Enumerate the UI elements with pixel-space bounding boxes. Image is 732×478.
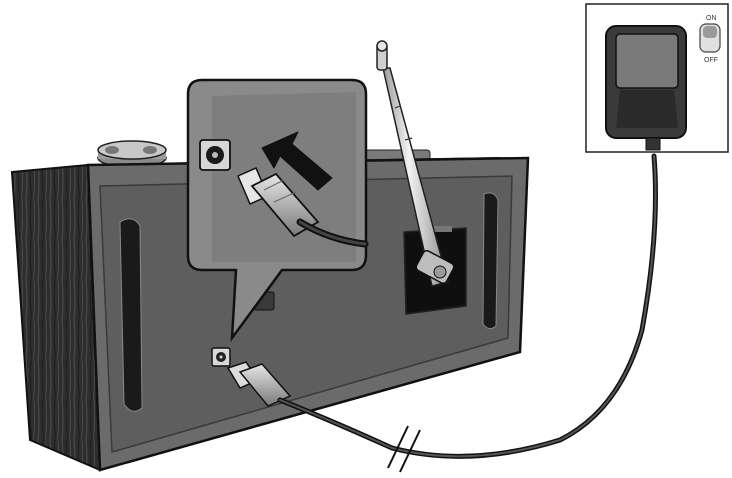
left-vent-slot bbox=[119, 218, 143, 412]
zoomed-dc-plug bbox=[237, 167, 369, 248]
power-adapter bbox=[605, 25, 687, 151]
wood-side-panel bbox=[10, 163, 102, 472]
cable-break-mark bbox=[399, 429, 421, 473]
right-vent-slot bbox=[482, 192, 499, 330]
switch-on-label: ON bbox=[706, 15, 717, 22]
telescopic-antenna bbox=[376, 40, 455, 287]
zoom-callout-bubble bbox=[186, 78, 369, 343]
dc-input-socket bbox=[211, 347, 231, 367]
wall-outlet-inset: ON OFF bbox=[585, 3, 729, 153]
switch-off-label: OFF bbox=[704, 57, 718, 64]
outlet-switch[interactable]: ON OFF bbox=[699, 15, 721, 64]
insert-direction-arrow-icon bbox=[261, 131, 333, 191]
power-cable bbox=[226, 153, 658, 473]
cable-break-mark bbox=[387, 425, 409, 469]
zoomed-dc-socket bbox=[199, 139, 231, 171]
